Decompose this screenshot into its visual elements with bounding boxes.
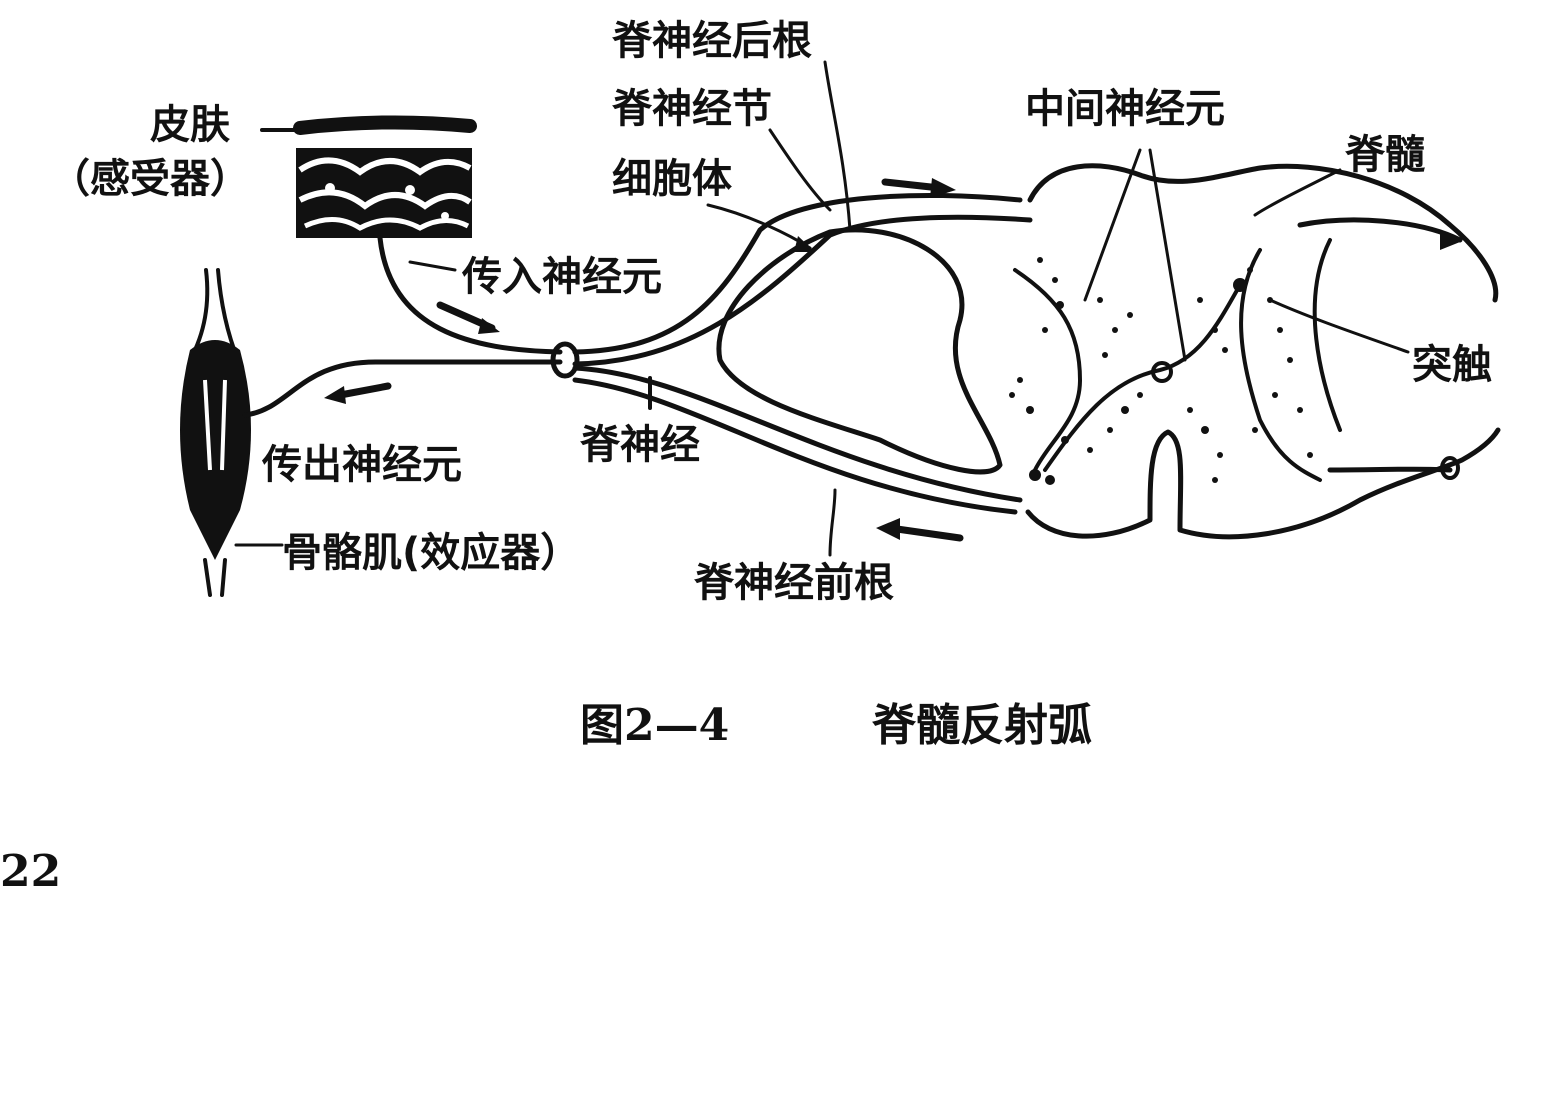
nerve-roots (572, 60, 1033, 557)
label-cell-body: 细胞体 (612, 156, 732, 202)
label-ganglion: 脊神经节 (612, 86, 772, 132)
label-ventral-root: 脊神经前根 (694, 560, 894, 606)
label-receptor: （感受器） (50, 156, 250, 202)
label-synapse: 突触 (1412, 342, 1492, 388)
label-spinal-cord: 脊髓 (1345, 132, 1425, 178)
efferent-pathway (242, 359, 563, 418)
afferent-pathway (377, 235, 563, 355)
label-muscle: 骨骼肌(效应器） (282, 530, 580, 576)
page-number: 22 (0, 846, 61, 897)
label-skin: 皮肤 (150, 102, 230, 148)
label-interneuron: 中间神经元 (1025, 86, 1225, 132)
skeletal-muscle-illustration (180, 268, 284, 597)
spinal-cord-cross-section (1009, 148, 1501, 540)
label-spinal-nerve: 脊神经 (580, 422, 700, 468)
figure-title: 脊髓反射弧 (872, 700, 1092, 751)
skin-receptor-illustration (260, 115, 477, 238)
label-afferent-neuron: 传入神经元 (461, 254, 662, 300)
label-efferent-neuron: 传出神经元 (261, 442, 462, 488)
label-dorsal-root: 脊神经后根 (612, 18, 812, 64)
figure-number: 图2—4 (580, 700, 729, 751)
